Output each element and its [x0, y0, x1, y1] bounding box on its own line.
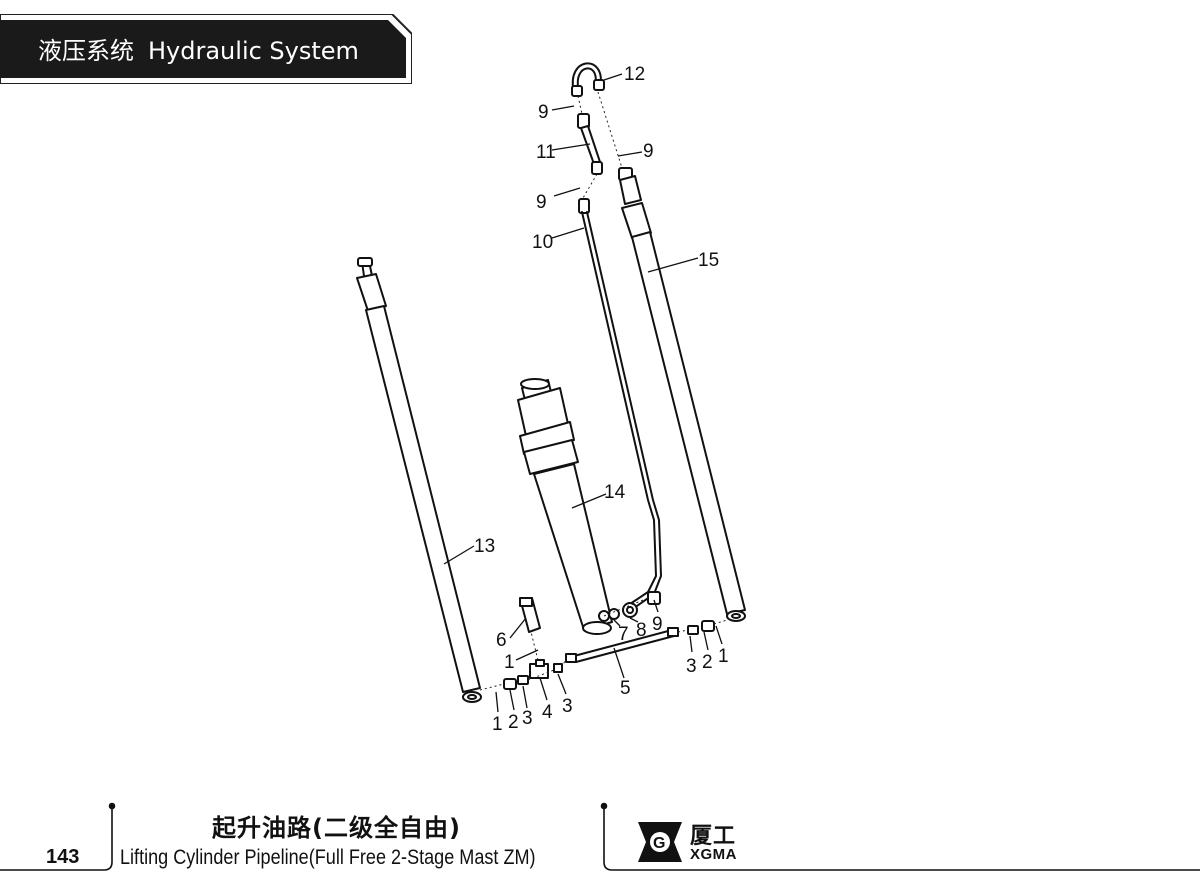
- part-10-pipe: [578, 198, 662, 609]
- callout-7: 7: [618, 624, 629, 645]
- callout-9-mid: 9: [536, 192, 547, 213]
- callout-8: 8: [636, 620, 647, 641]
- page-title-cn: 起升油路(二级全自由): [212, 814, 461, 842]
- section-title-cn: 液压系统: [38, 37, 134, 65]
- header-banner: [0, 14, 412, 84]
- callout-12: 12: [624, 64, 645, 85]
- callout-11: 11: [536, 142, 556, 163]
- callout-2-right: 2: [702, 652, 713, 673]
- callout-4: 4: [542, 702, 553, 723]
- callout-5: 5: [620, 678, 631, 699]
- callout-1-mid: 1: [504, 652, 515, 673]
- part-15-pipe: [618, 167, 746, 622]
- callout-2-left: 2: [508, 712, 519, 733]
- part-14-cylinder: [517, 378, 613, 635]
- brand-name-cn: 厦工: [690, 824, 737, 849]
- callout-3-mid: 3: [562, 696, 573, 717]
- part-12-u-hose: [571, 62, 605, 97]
- page-number: 143: [46, 846, 80, 868]
- callout-3-left: 3: [522, 708, 533, 729]
- part-13-pipe: [356, 257, 482, 703]
- page-title-en: Lifting Cylinder Pipeline(Full Free 2-St…: [120, 846, 536, 869]
- brand-name-en: XGMA: [690, 846, 737, 863]
- callout-15: 15: [698, 250, 719, 271]
- xgma-logo-icon: G: [638, 822, 682, 862]
- callout-1-right: 1: [718, 646, 729, 667]
- svg-text:G: G: [653, 835, 665, 852]
- callout-10: 10: [532, 232, 553, 253]
- callout-9-right: 9: [643, 141, 654, 162]
- left-fittings: [503, 663, 563, 690]
- right-fittings: [687, 620, 715, 635]
- part-6-fitting: [519, 597, 541, 633]
- callout-9-upper: 9: [538, 102, 549, 123]
- callout-13: 13: [474, 536, 495, 557]
- section-title-en: Hydraulic System: [148, 37, 359, 65]
- callout-3-right: 3: [686, 656, 697, 677]
- callout-14: 14: [604, 482, 626, 503]
- footer-frame: [0, 802, 1200, 871]
- callout-9-low: 9: [652, 614, 663, 635]
- callout-6: 6: [496, 630, 507, 651]
- callout-1-left: 1: [492, 714, 503, 735]
- part-5-hose: [565, 627, 679, 663]
- parts-7-8: [608, 602, 638, 620]
- section-title: 液压系统 Hydraulic System: [38, 31, 359, 66]
